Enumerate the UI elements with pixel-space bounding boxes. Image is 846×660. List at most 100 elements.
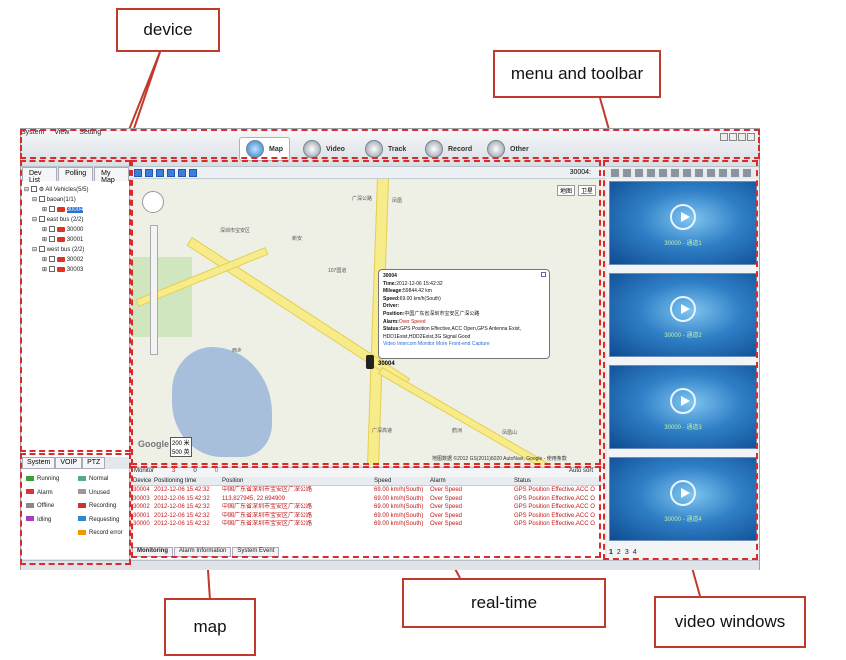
checkbox[interactable] [48, 236, 55, 243]
tree-group[interactable]: ⊟ west bus (2/2) [32, 246, 85, 253]
page-tab[interactable]: 1 [609, 549, 613, 556]
vehicle-info-popup: 30004 Time:2012-12-06 15:42:32 Mileage:5… [378, 269, 550, 359]
map-label: 凤凰山 [502, 430, 518, 436]
play-icon[interactable] [670, 480, 696, 506]
restore-button[interactable] [738, 133, 746, 141]
map-tool-button[interactable] [134, 169, 142, 177]
auto-sort-checkbox[interactable]: Auto sort [568, 468, 593, 474]
checkbox[interactable] [30, 186, 37, 193]
video-window[interactable]: 30000 - 通道4 [609, 457, 757, 541]
vehicle-marker-icon[interactable] [366, 355, 374, 369]
popup-close-icon[interactable] [541, 272, 546, 277]
video-window[interactable]: 30000 - 通道3 [609, 365, 757, 449]
zoom-slider[interactable] [150, 225, 158, 355]
map-type-map-button[interactable]: 地图 [557, 185, 576, 196]
checkbox[interactable] [48, 266, 55, 273]
tree-vehicle[interactable]: ⊞ 30000 [42, 226, 84, 233]
close-button[interactable] [747, 133, 755, 141]
map-tool-button[interactable] [189, 169, 197, 177]
legend-normal: Normal [78, 473, 123, 487]
page-tab[interactable]: 2 [616, 549, 621, 556]
callout-video-windows: video windows [654, 596, 806, 648]
tab-system[interactable]: System [22, 457, 56, 469]
popup-alarm: Over Speed [398, 318, 426, 325]
checkbox[interactable] [38, 196, 45, 203]
checkbox[interactable] [48, 226, 55, 233]
tab-monitoring[interactable]: Monitoring [132, 547, 173, 557]
tab-ptz[interactable]: PTZ [82, 457, 106, 469]
tree-group[interactable]: ⊟ east bus (2/2) [32, 216, 84, 223]
maximize-button[interactable] [729, 133, 737, 141]
page-tab[interactable]: 3 [624, 549, 629, 556]
device-tree: ⊟ ⚙ All Vehicles(5/5) ⊟ baoan(1/1) ⊞ 300… [24, 185, 88, 275]
map-tool-button[interactable] [167, 169, 175, 177]
tree-vehicle[interactable]: ⊞ 30003 [42, 266, 84, 273]
popup-position: 中国广东省深圳市宝安区广深公路 [404, 310, 480, 317]
tab-voip[interactable]: VOIP [55, 457, 83, 469]
checkbox[interactable] [38, 246, 45, 253]
map-tool-button[interactable] [156, 169, 164, 177]
video-window[interactable]: 30000 - 通道2 [609, 273, 757, 357]
vehicle-icon [56, 206, 65, 212]
tree-vehicle[interactable]: ⊞ 30004 [42, 206, 84, 213]
tab-dev-list[interactable]: Dev List [22, 167, 58, 184]
map-vehicle-search[interactable]: 30004: [569, 169, 591, 176]
tab-map[interactable]: Map [239, 137, 290, 161]
map-view[interactable]: 30004: 地图 卫星 深圳市宝安区 新安 广深公路 107国道 凤凰 西乡 … [132, 167, 605, 465]
checkbox[interactable] [38, 216, 45, 223]
gear-icon [487, 140, 505, 158]
record-status-legend: Normal Unused Recording Requesting Recor… [78, 473, 123, 541]
tab-track[interactable]: Track [365, 137, 406, 161]
tab-alarm-information[interactable]: Alarm Information [174, 547, 232, 557]
checkbox[interactable] [48, 206, 55, 213]
vehicle-icon [56, 266, 65, 272]
map-type-satellite-button[interactable]: 卫星 [578, 185, 597, 196]
device-tabs: Dev List Polling My Map [22, 167, 130, 184]
page-tab[interactable]: 4 [632, 549, 637, 556]
tab-system-event[interactable]: System Event [232, 547, 280, 557]
tree-vehicle[interactable]: ⊞ 30002 [42, 256, 84, 263]
popup-speed: 69.00 km/h(South) [399, 295, 441, 302]
legend-alarm: Alarm [26, 487, 59, 501]
camera-icon [303, 140, 321, 158]
video-tool-buttons[interactable] [611, 169, 751, 177]
menu-view[interactable]: View [54, 129, 70, 136]
play-icon[interactable] [670, 204, 696, 230]
grid-tabs: Monitoring Alarm Information System Even… [132, 547, 605, 557]
pan-control[interactable] [142, 191, 164, 213]
menu-setting[interactable]: Setting [79, 129, 102, 136]
map-toolbar: 30004: [132, 167, 605, 179]
recording-icon [78, 502, 86, 508]
map-label: 广深高速 [372, 428, 393, 434]
tab-other[interactable]: Other [487, 137, 529, 161]
map-provider-logo: Google [138, 439, 169, 449]
map-tool-button[interactable] [145, 169, 153, 177]
tab-record[interactable]: Record [425, 137, 472, 161]
video-window[interactable]: 30000 - 通道1 [609, 181, 757, 265]
minimize-button[interactable] [720, 133, 728, 141]
tree-group[interactable]: ⊟ baoan(1/1) [32, 196, 76, 203]
tab-my-map[interactable]: My Map [94, 167, 129, 184]
map-tool-button[interactable] [178, 169, 186, 177]
callout-realtime: real-time [402, 578, 606, 628]
tab-video[interactable]: Video [303, 137, 345, 161]
menu-system[interactable]: System [21, 129, 45, 136]
play-icon[interactable] [670, 296, 696, 322]
map-copyright: 地图数据 ©2012 GS(2011)6020 AutoNavi, Google… [432, 456, 567, 462]
video-toolbar [607, 167, 759, 179]
tree-root[interactable]: ⊟ ⚙ All Vehicles(5/5) [24, 186, 89, 193]
checkbox[interactable] [48, 256, 55, 263]
tree-vehicle[interactable]: ⊞ 30001 [42, 236, 84, 243]
globe-icon [246, 140, 264, 158]
tab-polling[interactable]: Polling [58, 167, 94, 181]
vehicle-icon [56, 236, 65, 242]
play-icon[interactable] [670, 388, 696, 414]
popup-action-links[interactable]: Video Intercom Monitor More Front-end Ca… [383, 341, 490, 348]
offline-icon [26, 502, 34, 508]
